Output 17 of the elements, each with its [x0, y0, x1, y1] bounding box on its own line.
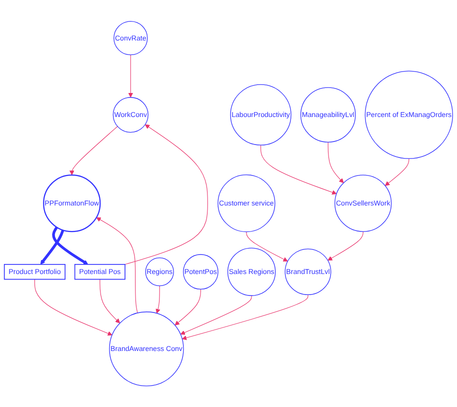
- arrow: [96, 217, 138, 314]
- arrow: [128, 54, 133, 98]
- arrow: [124, 124, 208, 265]
- arrow: [246, 231, 288, 262]
- arrow: [70, 126, 118, 176]
- arrow: [34, 278, 112, 336]
- arrow: [182, 294, 308, 340]
- arrow: [384, 158, 410, 186]
- arrow: [180, 295, 252, 335]
- arrow: [52, 226, 88, 264]
- arrow: [328, 231, 364, 260]
- arrow: [174, 288, 201, 326]
- arrow: [156, 285, 160, 314]
- arrow: [100, 278, 120, 324]
- arrow: [328, 142, 344, 183]
- arrow: [260, 144, 337, 194]
- arrow: [40, 230, 64, 264]
